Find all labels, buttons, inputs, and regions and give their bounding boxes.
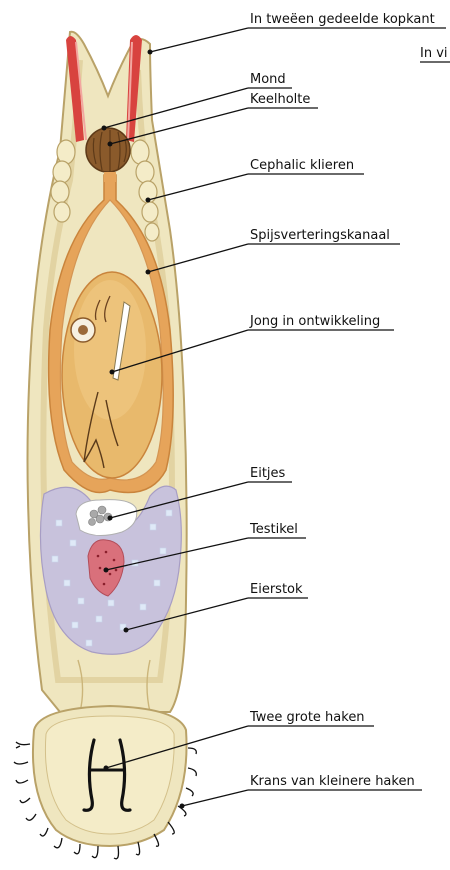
- label-eggs: Eitjes: [250, 466, 286, 481]
- label-testis: Testikel: [249, 522, 298, 537]
- label-crown-small-hooks: Krans van kleinere haken: [250, 774, 415, 789]
- pharynx: [86, 128, 130, 172]
- organism-body: [14, 32, 196, 859]
- label-ovary: Eierstok: [250, 582, 303, 597]
- label-two-large-hooks: Twee grote haken: [249, 710, 365, 725]
- haptor-inner: [45, 716, 174, 834]
- labels: In tweëen gedeelde kopkant Mond Keelholt…: [249, 12, 448, 789]
- label-truncated: In vi: [420, 46, 448, 61]
- label-digestive-tract: Spijsverteringskanaal: [250, 228, 390, 243]
- label-pharynx: Keelholte: [250, 92, 310, 107]
- label-split-head: In tweëen gedeelde kopkant: [250, 12, 435, 27]
- label-developing-young: Jong in ontwikkeling: [249, 314, 380, 329]
- young-highlight: [74, 280, 146, 420]
- pharynx-neck: [104, 172, 116, 182]
- label-mouth: Mond: [250, 72, 286, 87]
- label-cephalic-glands: Cephalic klieren: [250, 158, 354, 173]
